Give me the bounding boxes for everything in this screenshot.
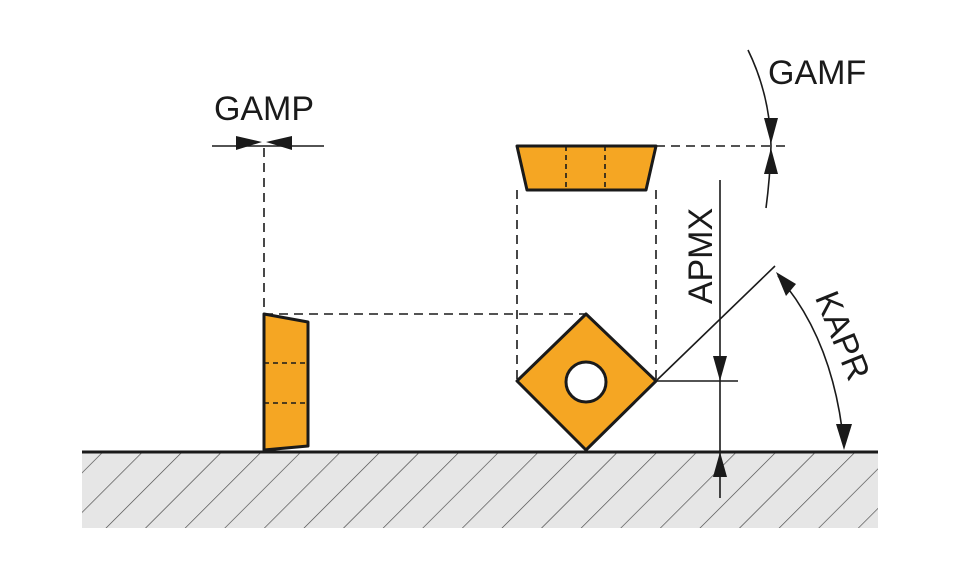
insert-hole [564, 360, 608, 404]
kapr-label: KAPR [807, 286, 877, 386]
gamf-dimension: GAMF [747, 49, 866, 209]
gamp-dimension: GAMP [212, 90, 324, 150]
projection-lines [263, 145, 790, 381]
insert-top-view [515, 144, 658, 192]
gamf-label: GAMF [768, 54, 866, 92]
gamp-label: GAMP [214, 90, 314, 128]
apmx-dimension: APMX [656, 180, 738, 498]
insert-main-view [515, 312, 658, 452]
insert-side-view [262, 312, 310, 452]
apmx-label: APMX [682, 208, 720, 304]
workpiece-base [82, 450, 878, 528]
